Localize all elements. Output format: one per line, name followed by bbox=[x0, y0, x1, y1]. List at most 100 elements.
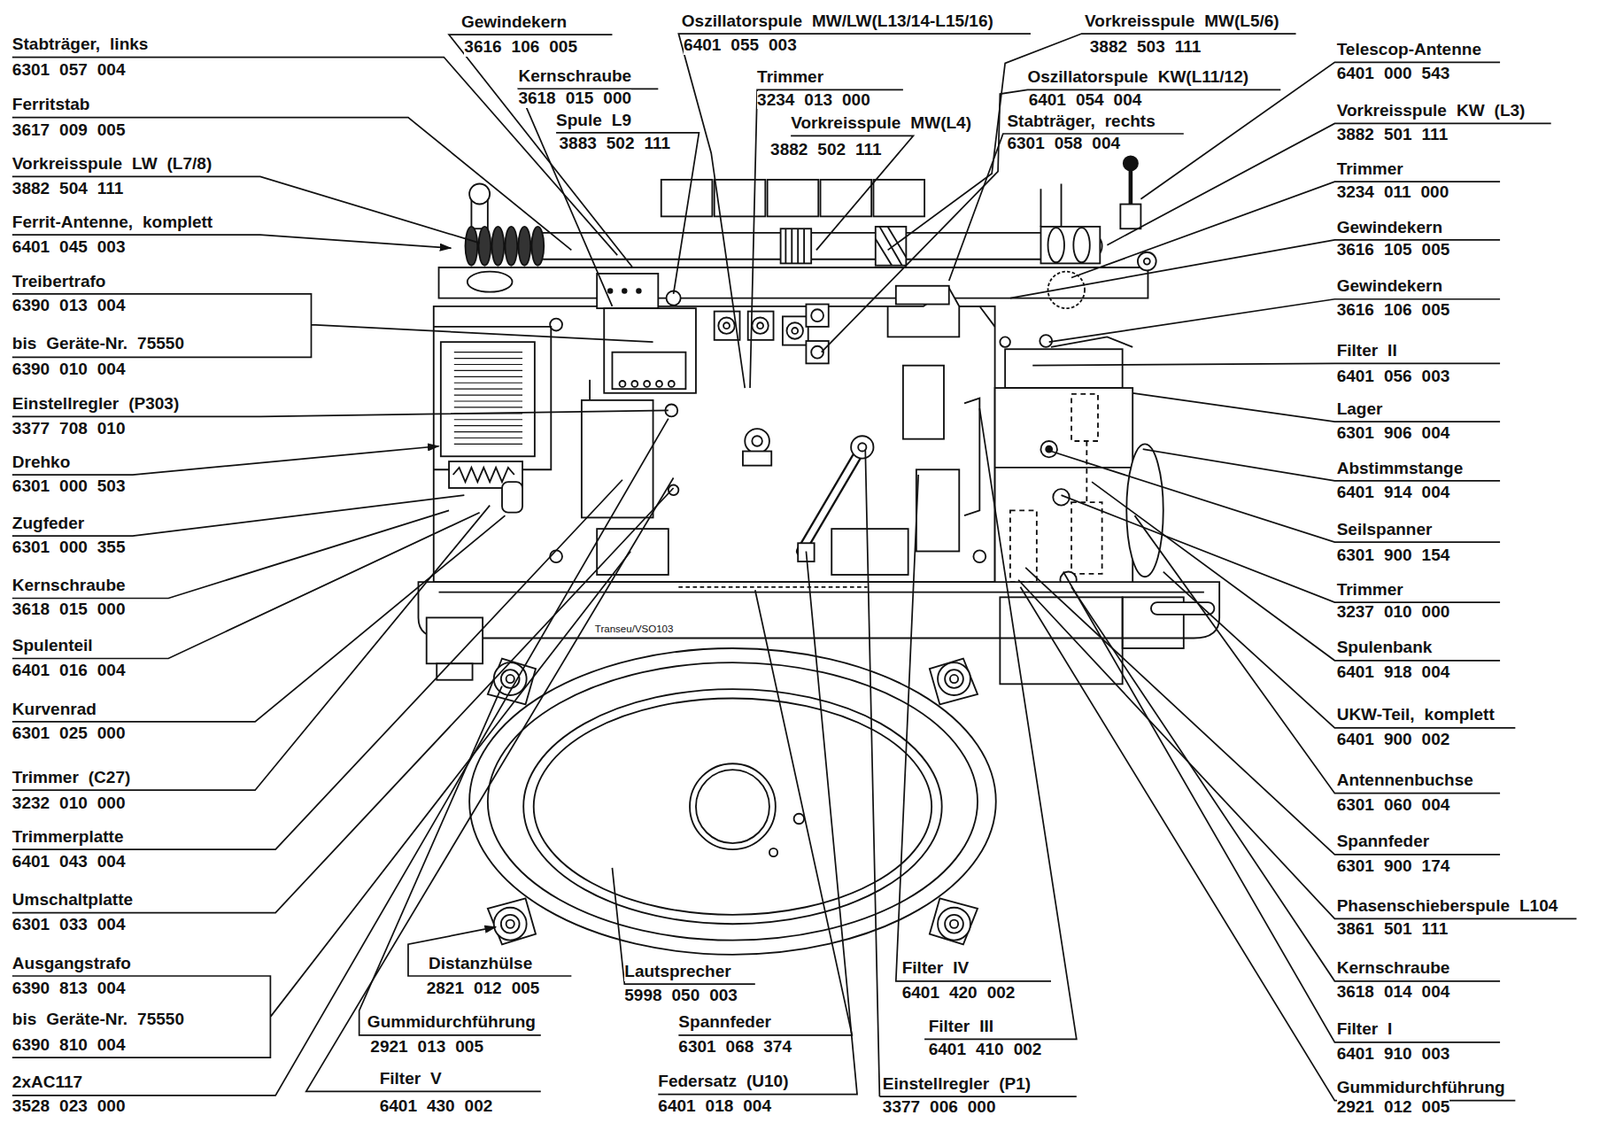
part-label: Gewindekern bbox=[1337, 277, 1443, 296]
part-label: 2921 012 005 bbox=[1337, 1097, 1451, 1117]
leader-lines bbox=[12, 117, 572, 251]
chassis-drawing bbox=[439, 591, 1205, 594]
chassis-drawing bbox=[1126, 443, 1163, 577]
leader-lines bbox=[12, 446, 440, 475]
chassis-drawing bbox=[973, 549, 986, 563]
chassis-drawing bbox=[631, 380, 638, 387]
chassis-drawing bbox=[1143, 258, 1151, 265]
part-label: 3616 105 005 bbox=[1337, 240, 1451, 260]
leader-lines bbox=[1032, 363, 1500, 365]
chassis-drawing bbox=[791, 327, 798, 334]
chassis-drawing bbox=[1060, 183, 1063, 226]
leader-lines bbox=[12, 505, 490, 791]
part-label: 6301 033 004 bbox=[12, 915, 126, 935]
leader-lines bbox=[12, 293, 654, 357]
part-label: 6301 068 374 bbox=[678, 1037, 792, 1057]
chassis-drawing bbox=[469, 183, 490, 204]
part-label: 6390 813 004 bbox=[12, 979, 126, 998]
chassis-drawing bbox=[875, 226, 907, 266]
chassis-drawing bbox=[831, 528, 908, 575]
part-label: 6401 420 002 bbox=[902, 983, 1016, 1003]
part-label: 3377 708 010 bbox=[12, 419, 126, 439]
part-label: 3882 504 111 bbox=[12, 179, 124, 199]
part-label: 3528 023 000 bbox=[12, 1097, 126, 1116]
leader-lines bbox=[12, 176, 480, 243]
loudspeaker-drawing bbox=[937, 907, 971, 941]
part-label: Ferritstab bbox=[12, 95, 91, 115]
chassis-drawing bbox=[1004, 348, 1123, 388]
chassis-drawing bbox=[426, 617, 483, 664]
leader-lines bbox=[1061, 494, 1501, 603]
chassis-drawing bbox=[903, 365, 944, 440]
part-label: Trimmer bbox=[1337, 160, 1404, 179]
part-label: Gummidurchführung bbox=[367, 1012, 536, 1032]
part-label: 6301 060 004 bbox=[1337, 796, 1451, 815]
chassis-drawing bbox=[1039, 334, 1052, 348]
leader-lines bbox=[1143, 448, 1500, 481]
part-label: 3882 502 111 bbox=[770, 140, 882, 160]
part-label: Stabträger, links bbox=[12, 35, 149, 55]
leader-lines bbox=[657, 550, 858, 1094]
part-label: Gummidurchführung bbox=[1337, 1078, 1506, 1098]
leader-lines bbox=[306, 477, 674, 1091]
loudspeaker-drawing bbox=[469, 648, 997, 955]
part-label: 6301 058 004 bbox=[1006, 134, 1121, 154]
part-label: Spule L9 bbox=[556, 111, 632, 131]
chassis-drawing bbox=[873, 179, 925, 217]
part-label: 6390 810 004 bbox=[12, 1035, 126, 1055]
leader-lines bbox=[896, 474, 1052, 982]
leader-lines bbox=[611, 867, 755, 984]
part-label: 6390 013 004 bbox=[12, 296, 126, 316]
part-label: Vorkreisspule KW (L3) bbox=[1337, 101, 1526, 121]
part-label: Kurvenrad bbox=[12, 700, 97, 719]
chassis-drawing bbox=[999, 336, 1011, 348]
part-label: Trimmer (C27) bbox=[12, 768, 131, 788]
part-label: 3883 502 111 bbox=[559, 134, 672, 154]
part-label: Stabträger, rechts bbox=[1006, 112, 1155, 132]
part-label: 6301 000 503 bbox=[12, 477, 126, 496]
part-label: Spulenbank bbox=[1337, 638, 1433, 658]
part-label: 6390 010 004 bbox=[12, 360, 126, 379]
leader-lines bbox=[1010, 239, 1500, 299]
chassis-drawing bbox=[453, 467, 515, 482]
part-label: Lager bbox=[1337, 400, 1384, 419]
chassis-drawing bbox=[668, 485, 680, 496]
part-label: 3232 010 000 bbox=[12, 794, 126, 813]
part-label: 3237 010 000 bbox=[1337, 602, 1451, 622]
loudspeaker-drawing bbox=[501, 914, 520, 934]
leader-lines bbox=[1071, 181, 1500, 278]
part-label: Filter IV bbox=[902, 958, 969, 978]
leader-lines bbox=[12, 479, 623, 850]
part-label: 3617 009 005 bbox=[12, 121, 126, 140]
part-label: 2xAC117 bbox=[12, 1073, 83, 1092]
part-label: Vorkreisspule MW(L5/6) bbox=[1084, 12, 1280, 31]
chassis-drawing bbox=[1048, 227, 1065, 263]
loudspeaker-drawing bbox=[506, 919, 515, 928]
loudspeaker-drawing bbox=[929, 897, 978, 944]
part-label: 3616 106 005 bbox=[1337, 301, 1451, 320]
chassis-drawing bbox=[995, 387, 1134, 593]
chassis-drawing bbox=[785, 228, 804, 263]
part-label: Ausgangstrafo bbox=[12, 954, 132, 974]
chassis-drawing bbox=[491, 226, 504, 266]
loudspeaker-drawing bbox=[506, 674, 515, 683]
part-label: Kernschraube bbox=[517, 67, 632, 86]
leader-lines bbox=[949, 133, 1184, 281]
chassis-drawing bbox=[581, 400, 654, 518]
chassis-drawing bbox=[1071, 394, 1098, 441]
part-label: Oszillatorspule MW/LW(L13/14-L15/16) bbox=[681, 12, 994, 31]
chassis-drawing bbox=[439, 267, 1149, 299]
loudspeaker-drawing bbox=[769, 848, 778, 857]
loudspeaker-drawing bbox=[494, 907, 527, 941]
leader-lines bbox=[12, 418, 669, 1096]
part-label: Spannfeder bbox=[678, 1012, 772, 1032]
leader-lines bbox=[1063, 571, 1500, 1043]
part-label: 3618 015 000 bbox=[12, 600, 126, 619]
chassis-drawing bbox=[850, 435, 874, 458]
leader-lines bbox=[12, 494, 465, 536]
chassis-drawing bbox=[811, 309, 824, 322]
chassis-drawing bbox=[820, 179, 873, 217]
part-label: 2821 012 005 bbox=[426, 979, 541, 998]
